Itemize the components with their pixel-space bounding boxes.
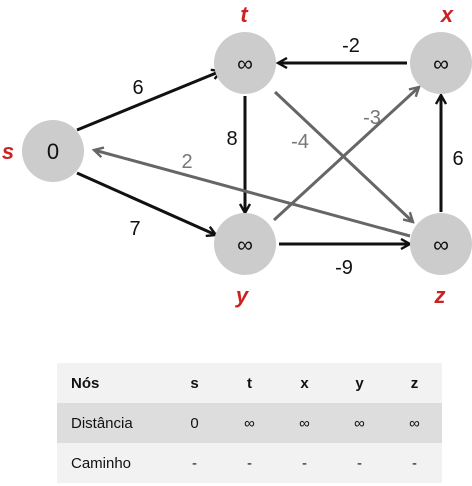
weight-z-x: 6 <box>452 148 463 170</box>
distance-y: ∞ <box>354 414 365 432</box>
distance-x: ∞ <box>299 414 310 432</box>
distance-t: ∞ <box>244 414 255 432</box>
graph-diagram: 6 7 8 -2 -4 -3 2 -9 6 0 s ∞ t ∞ x ∞ y ∞ … <box>2 2 472 308</box>
weight-s-y: 7 <box>129 218 140 240</box>
node-x-value: ∞ <box>433 51 449 76</box>
node-y-label: y <box>235 283 250 308</box>
node-s: 0 s <box>2 120 84 182</box>
weight-y-z: -9 <box>335 257 353 279</box>
node-z-value: ∞ <box>433 232 449 257</box>
weight-y-x: -3 <box>363 107 381 129</box>
header-label: Nós <box>71 374 100 392</box>
node-y-value: ∞ <box>237 232 253 257</box>
node-z: ∞ z <box>410 213 472 308</box>
path-x: - <box>302 454 307 472</box>
path-s: - <box>192 454 197 472</box>
weight-z-s: 2 <box>181 151 192 173</box>
header-col-s: s <box>190 374 199 392</box>
distance-z: ∞ <box>409 414 420 432</box>
node-s-label: s <box>2 139 14 164</box>
distance-label: Distância <box>71 414 133 432</box>
edge-s-t <box>76 71 221 132</box>
header-col-t: t <box>247 374 252 392</box>
node-x-label: x <box>440 2 454 27</box>
distance-row: Distância 0 ∞ ∞ ∞ ∞ <box>57 403 442 443</box>
weight-t-y: 8 <box>226 128 237 150</box>
header-col-y: y <box>355 374 364 392</box>
node-z-label: z <box>434 283 446 308</box>
header-col-x: x <box>300 374 309 392</box>
path-t: - <box>247 454 252 472</box>
node-x: ∞ x <box>410 2 472 94</box>
weight-x-t: -2 <box>342 35 360 57</box>
edge-z-s <box>94 150 411 238</box>
weight-t-z: -4 <box>291 131 309 153</box>
node-y: ∞ y <box>214 213 276 308</box>
table-header-row: Nós s t x y z <box>57 363 442 403</box>
weight-s-t: 6 <box>132 77 143 99</box>
path-z: - <box>412 454 417 472</box>
node-t: ∞ t <box>214 2 276 94</box>
node-t-label: t <box>240 2 249 27</box>
distance-table: Nós s t x y z Distância 0 ∞ ∞ ∞ ∞ Caminh… <box>57 363 442 483</box>
edge-y-x <box>272 87 419 222</box>
distance-s: 0 <box>190 414 199 432</box>
header-col-z: z <box>410 374 419 392</box>
edge-s-y <box>76 171 216 235</box>
node-t-value: ∞ <box>237 51 253 76</box>
node-s-value: 0 <box>47 139 59 164</box>
path-y: - <box>357 454 362 472</box>
path-row: Caminho - - - - - <box>57 443 442 483</box>
path-label: Caminho <box>71 454 132 472</box>
